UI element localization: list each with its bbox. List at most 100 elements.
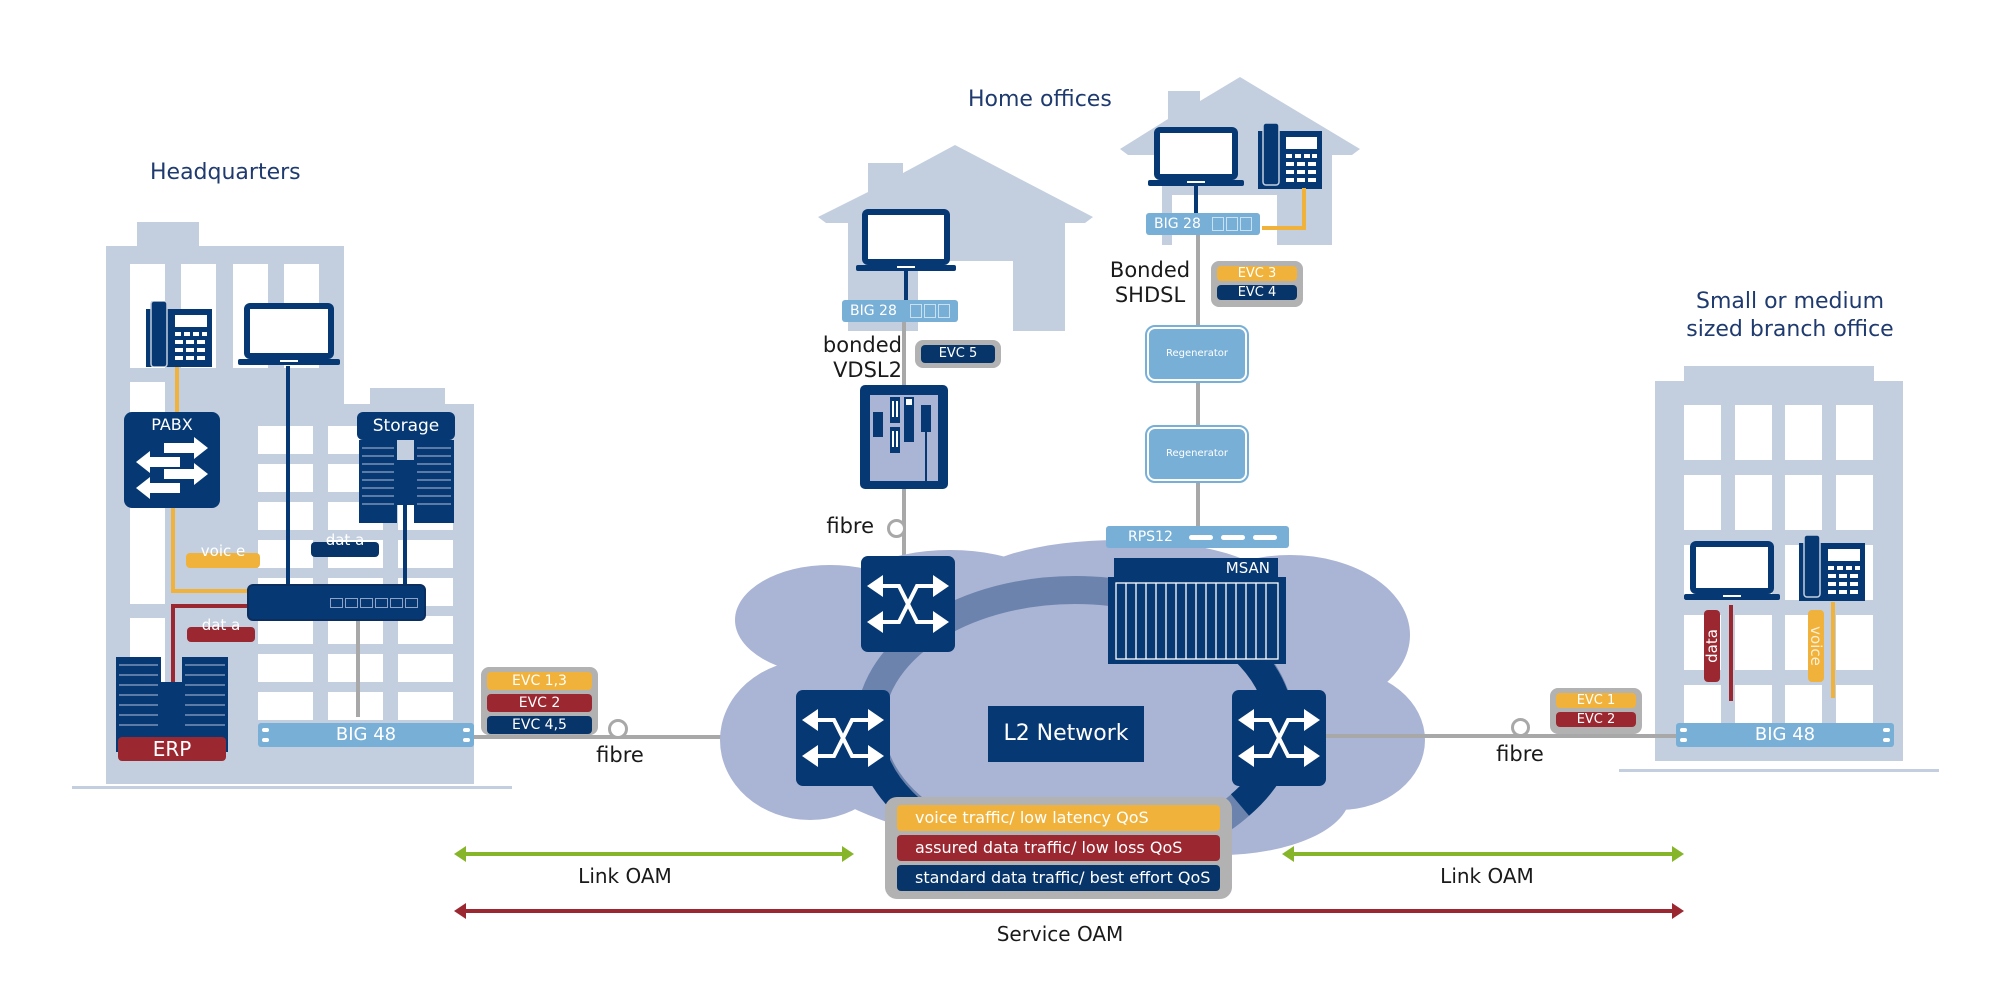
fibre-connector-icon bbox=[887, 519, 906, 538]
link-oam-left-arrow bbox=[454, 846, 854, 862]
ground-line bbox=[72, 786, 512, 789]
evc-group-hq: EVC 1,3 EVC 2 EVC 4,5 bbox=[481, 667, 598, 735]
big28-home1-label: BIG 28 bbox=[850, 303, 897, 319]
qos-assured-data: assured data traffic/ low loss QoS bbox=[897, 835, 1220, 861]
regenerator-device: Regenerator bbox=[1145, 425, 1249, 483]
voice-cable bbox=[171, 508, 175, 592]
msan-header: MSAN bbox=[1114, 558, 1278, 579]
data-cable bbox=[904, 270, 908, 300]
laptop-icon bbox=[238, 303, 340, 365]
big28-home2-device: BIG 28 bbox=[1146, 213, 1260, 235]
link-oam-left-label: Link OAM bbox=[578, 864, 672, 888]
data-cable bbox=[171, 604, 249, 608]
evc-badge: EVC 5 bbox=[921, 345, 995, 363]
voice-cable bbox=[1262, 226, 1306, 230]
rps12-label: RPS12 bbox=[1128, 529, 1173, 545]
link-oam-right-label: Link OAM bbox=[1440, 864, 1534, 888]
lan-switch bbox=[247, 584, 426, 621]
big48-hq-label: BIG 48 bbox=[335, 724, 397, 745]
big28-home2-label: BIG 28 bbox=[1154, 216, 1201, 232]
pabx-label: PABX bbox=[151, 415, 193, 434]
fibre-connector-icon bbox=[1511, 718, 1530, 737]
evc-badge: EVC 2 bbox=[487, 694, 592, 712]
fibre-link-hq bbox=[474, 735, 804, 739]
voice-cable bbox=[1831, 602, 1835, 698]
uplink-cable bbox=[356, 617, 360, 717]
laptop-icon bbox=[856, 209, 956, 271]
evc-badge: EVC 1 bbox=[1556, 693, 1636, 708]
ethernet-switch-icon bbox=[796, 690, 890, 786]
regenerator-label: Regenerator bbox=[1165, 348, 1229, 359]
desk-phone-icon bbox=[1799, 535, 1865, 601]
ethernet-switch-icon bbox=[861, 556, 955, 652]
desk-phone-icon bbox=[146, 301, 212, 367]
shdsl-link bbox=[1196, 235, 1200, 555]
rps12-device: RPS12 bbox=[1106, 526, 1289, 548]
fibre-label-branch: fibre bbox=[1496, 742, 1544, 766]
laptop-icon bbox=[1148, 127, 1244, 186]
fibre-label-hq: fibre bbox=[596, 743, 644, 767]
msan-chassis-icon bbox=[1108, 577, 1286, 664]
vdsl-link bbox=[902, 322, 906, 387]
data-cable bbox=[286, 366, 290, 588]
desk-phone-icon bbox=[1258, 123, 1322, 189]
big48-branch-device: BIG 48 bbox=[1676, 723, 1894, 747]
qos-standard-data: standard data traffic/ best effort QoS bbox=[897, 865, 1220, 891]
home-office-1-house bbox=[818, 145, 1093, 331]
erp-label: ERP bbox=[118, 737, 226, 761]
evc-badge: EVC 4 bbox=[1217, 285, 1297, 300]
data-cable bbox=[171, 604, 175, 686]
big48-branch-label: BIG 48 bbox=[1754, 724, 1816, 745]
voice-cable bbox=[171, 589, 249, 593]
evc-badge: EVC 4,5 bbox=[487, 716, 592, 734]
service-oam-arrow bbox=[454, 903, 1684, 919]
voice-cable bbox=[175, 366, 179, 414]
big28-home1-device: BIG 28 bbox=[842, 300, 958, 322]
dslam-cabinet-icon bbox=[860, 385, 948, 489]
regenerator-label: Regenerator bbox=[1165, 448, 1229, 459]
data-cable bbox=[403, 500, 407, 588]
evc-badge: EVC 3 bbox=[1217, 266, 1297, 281]
evc-group-branch: EVC 1 EVC 2 bbox=[1550, 688, 1642, 734]
voice-tag: voice bbox=[1807, 610, 1825, 682]
laptop-icon bbox=[1684, 541, 1780, 600]
erp-server-icon bbox=[116, 657, 228, 752]
bonded-shdsl-label: Bonded SHDSL bbox=[1109, 258, 1191, 307]
big48-hq-device: BIG 48 bbox=[258, 723, 474, 747]
storage-server-icon bbox=[359, 440, 454, 523]
data-cable bbox=[1729, 605, 1733, 701]
ethernet-switch-icon bbox=[1232, 690, 1326, 786]
branch-office-title: Small or medium sized branch office bbox=[1686, 289, 1894, 342]
l2-network-label: L2 Network bbox=[988, 706, 1144, 762]
regenerator-device: Regenerator bbox=[1145, 325, 1249, 383]
data-tag: data bbox=[1703, 610, 1721, 682]
msan-label: MSAN bbox=[1225, 559, 1270, 577]
data-cable bbox=[1194, 186, 1198, 214]
fibre-label-home1: fibre bbox=[826, 514, 874, 538]
fibre-link-branch bbox=[1326, 734, 1676, 738]
evc-group-home1: EVC 5 bbox=[915, 340, 1001, 368]
ground-line bbox=[1619, 769, 1939, 772]
data-tag: dat a bbox=[311, 532, 379, 557]
data-tag: dat a bbox=[187, 617, 255, 642]
storage-header: Storage bbox=[357, 412, 455, 440]
evc-group-home2: EVC 3 EVC 4 bbox=[1211, 261, 1303, 307]
home-offices-title: Home offices bbox=[968, 87, 1112, 112]
qos-voice: voice traffic/ low latency QoS bbox=[897, 805, 1220, 831]
evc-badge: EVC 1,3 bbox=[487, 672, 592, 690]
storage-label: Storage bbox=[372, 416, 440, 436]
oam-arrows bbox=[454, 846, 1684, 919]
bonded-vdsl2-label: bonded VDSL2 bbox=[822, 333, 902, 382]
voice-tag: voic e bbox=[186, 543, 260, 568]
home-office-2-house bbox=[1120, 77, 1360, 245]
pabx-device: PABX bbox=[124, 412, 220, 508]
link-oam-right-arrow bbox=[1282, 846, 1684, 862]
fibre-connector-icon bbox=[608, 719, 628, 739]
service-oam-label: Service OAM bbox=[996, 922, 1124, 946]
evc-badge: EVC 2 bbox=[1556, 712, 1636, 727]
voice-cable bbox=[1302, 188, 1306, 228]
headquarters-title: Headquarters bbox=[150, 160, 301, 185]
qos-legend: voice traffic/ low latency QoS assured d… bbox=[885, 797, 1232, 899]
exchange-arrows-icon bbox=[136, 437, 208, 499]
